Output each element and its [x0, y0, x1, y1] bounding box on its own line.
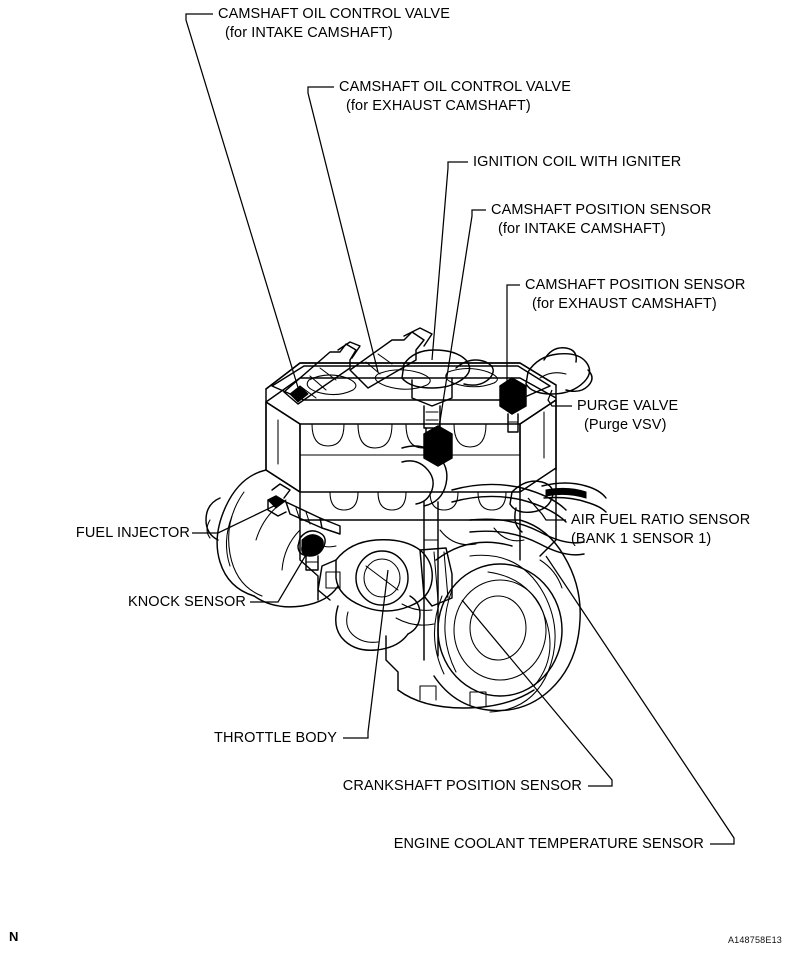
callout-line1: CAMSHAFT OIL CONTROL VALVE: [218, 6, 450, 22]
engine-illustration: [205, 327, 607, 713]
callout-line1: CAMSHAFT OIL CONTROL VALVE: [339, 79, 571, 95]
leader-camshaft-position-sensor-intake: [437, 209, 486, 435]
callout-camshaft-position-sensor-intake: CAMSHAFT POSITION SENSOR (for INTAKE CAM…: [491, 201, 711, 239]
figure-code: A148758E13: [727, 935, 782, 945]
callout-air-fuel-ratio-sensor: AIR FUEL RATIO SENSOR (BANK 1 SENSOR 1): [571, 511, 750, 549]
leader-crankshaft-position-sensor: [461, 599, 613, 787]
callout-camshaft-oil-control-valve-intake: CAMSHAFT OIL CONTROL VALVE (for INTAKE C…: [218, 5, 450, 43]
camshaft-position-sensor-intake-part: [423, 425, 453, 467]
leader-camshaft-oil-control-valve-intake: [185, 13, 301, 395]
callout-line2: (for INTAKE CAMSHAFT): [498, 221, 666, 237]
callout-line1: CRANKSHAFT POSITION SENSOR: [342, 778, 582, 794]
callout-knock-sensor: KNOCK SENSOR: [0, 593, 246, 612]
leader-ignition-coil: [431, 161, 468, 361]
callout-line1: CAMSHAFT POSITION SENSOR: [525, 277, 746, 293]
leader-engine-coolant-temperature-sensor: [545, 555, 735, 845]
leader-camshaft-oil-control-valve-exhaust: [307, 86, 379, 373]
callout-line1: THROTTLE BODY: [214, 730, 337, 746]
camshaft-oil-control-valve-intake-part: [283, 341, 361, 405]
callout-throttle-body: THROTTLE BODY: [0, 729, 337, 748]
callout-line2: (for EXHAUST CAMSHAFT): [532, 296, 717, 312]
callout-purge-valve: PURGE VALVE (Purge VSV): [577, 397, 678, 435]
leader-camshaft-position-sensor-exhaust: [506, 284, 520, 388]
leader-lines: [185, 13, 735, 845]
callout-ignition-coil-with-igniter: IGNITION COIL WITH IGNITER: [473, 153, 681, 172]
leader-knock-sensor: [250, 547, 311, 603]
air-fuel-ratio-sensor-part: [509, 480, 607, 533]
callout-crankshaft-position-sensor: CRANKSHAFT POSITION SENSOR: [0, 777, 582, 796]
callout-line2: (for EXHAUST CAMSHAFT): [346, 98, 531, 114]
callout-camshaft-position-sensor-exhaust: CAMSHAFT POSITION SENSOR (for EXHAUST CA…: [525, 276, 745, 314]
callout-line1: CAMSHAFT POSITION SENSOR: [491, 202, 712, 218]
leader-air-fuel-ratio-sensor: [527, 497, 566, 521]
callout-line2: (for INTAKE CAMSHAFT): [225, 25, 393, 41]
callout-line2: (BANK 1 SENSOR 1): [571, 531, 712, 547]
callout-line1: IGNITION COIL WITH IGNITER: [473, 154, 682, 170]
callout-engine-coolant-temperature-sensor: ENGINE COOLANT TEMPERATURE SENSOR: [0, 835, 704, 854]
callout-line1: AIR FUEL RATIO SENSOR: [571, 512, 751, 528]
callout-line1: ENGINE COOLANT TEMPERATURE SENSOR: [393, 836, 704, 852]
leader-purge-valve: [547, 389, 572, 407]
callout-line2: (Purge VSV): [584, 417, 667, 433]
callout-camshaft-oil-control-valve-exhaust: CAMSHAFT OIL CONTROL VALVE (for EXHAUST …: [339, 78, 571, 116]
callout-fuel-injector: FUEL INJECTOR: [0, 524, 190, 543]
callout-line1: KNOCK SENSOR: [127, 594, 246, 610]
callout-line1: FUEL INJECTOR: [75, 525, 190, 541]
camshaft-oil-control-valve-exhaust-part: [349, 327, 433, 389]
fuel-injector-part: [267, 483, 341, 535]
knock-sensor-part: [297, 530, 326, 571]
leader-throttle-body: [343, 569, 389, 739]
leader-fuel-injector: [192, 504, 277, 534]
purge-valve-part: [525, 347, 593, 395]
corner-mark-letter: N: [9, 929, 19, 944]
callout-line1: PURGE VALVE: [577, 398, 679, 414]
